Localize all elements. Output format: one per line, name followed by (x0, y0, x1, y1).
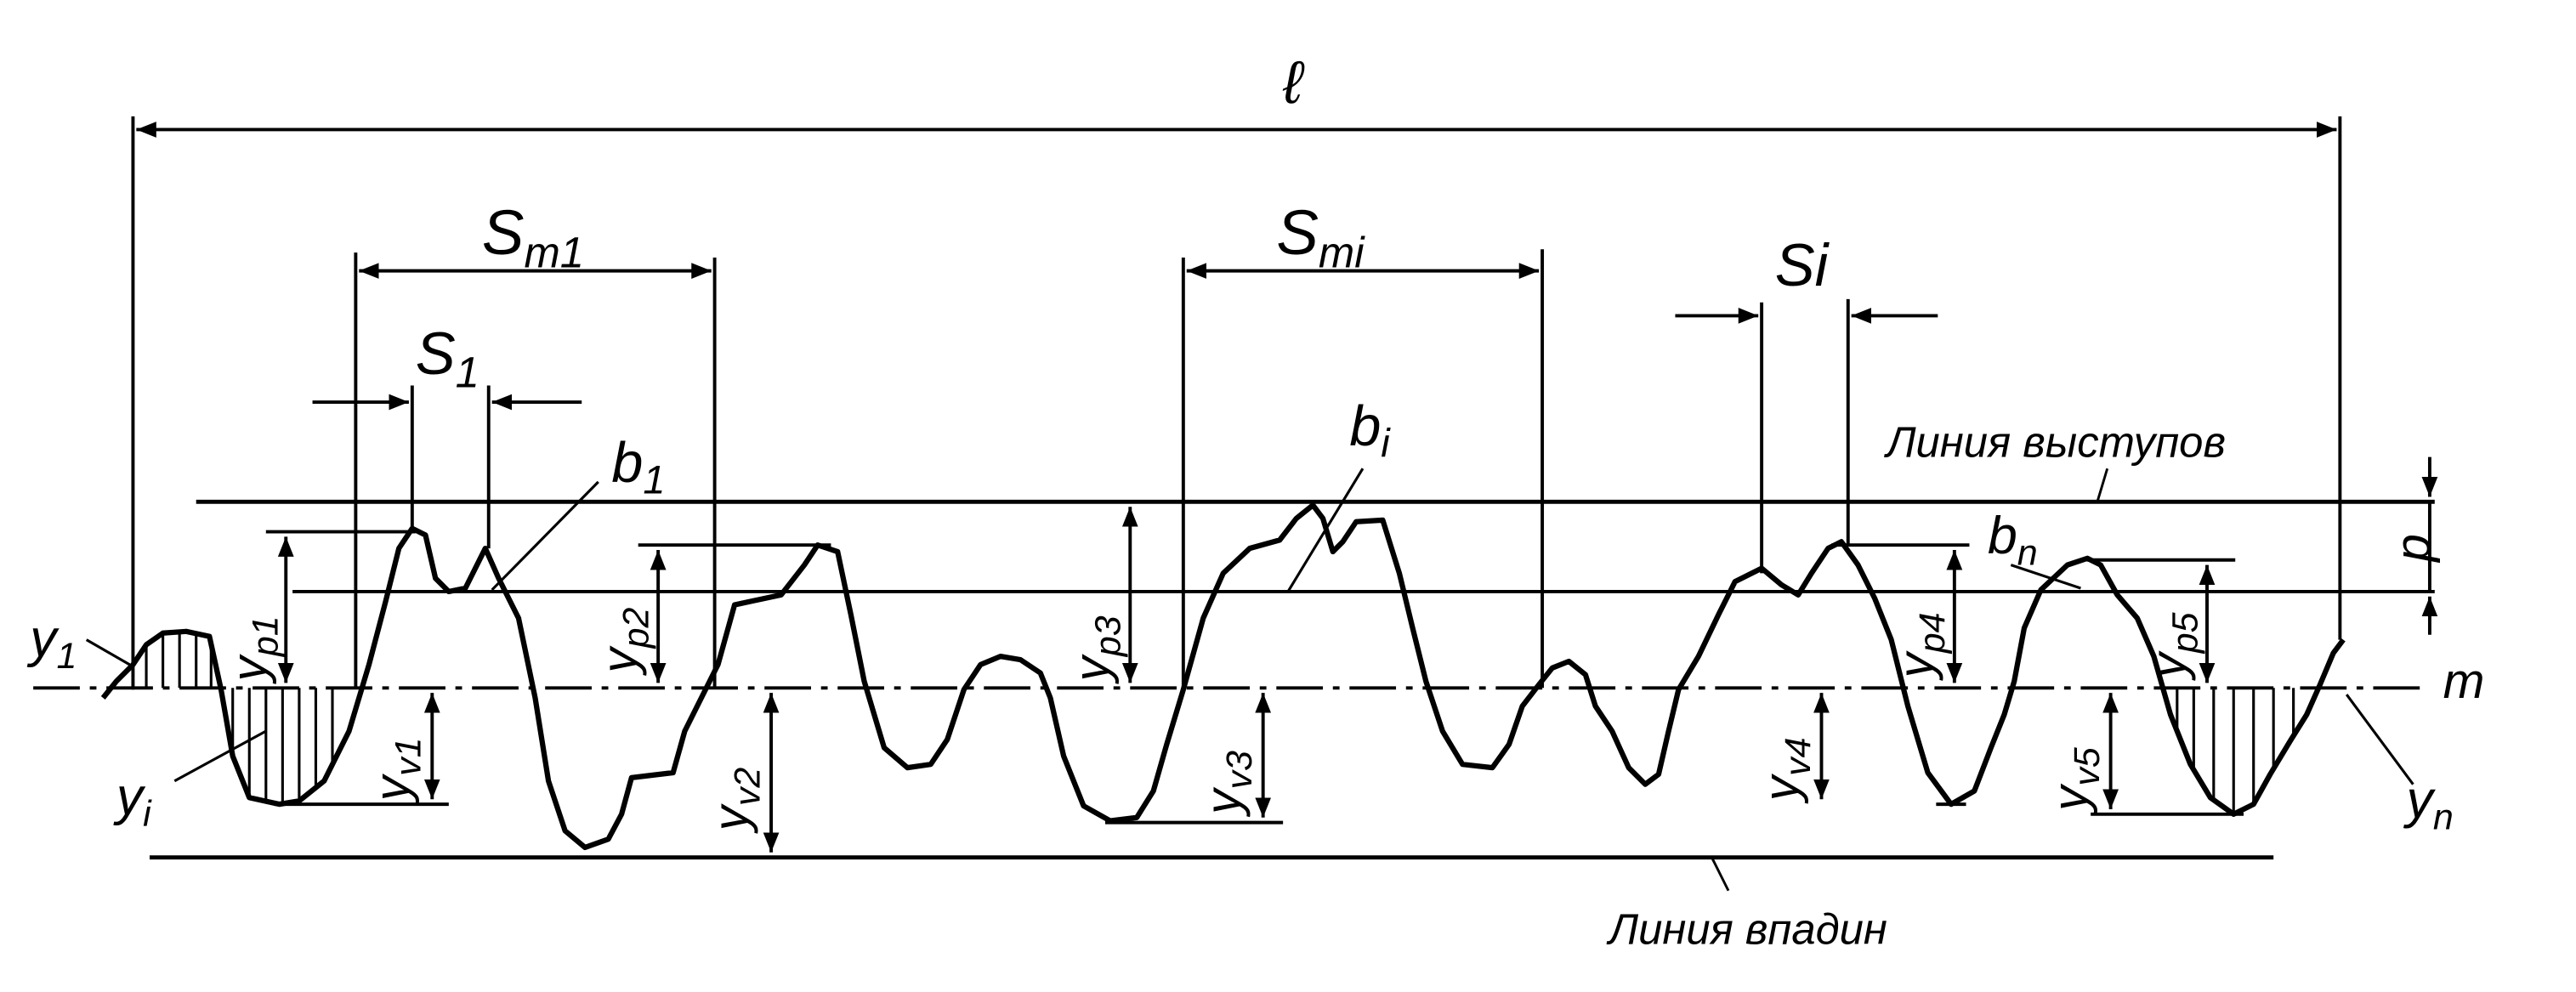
yv2-base: y (704, 802, 759, 834)
yp4-base: y (1888, 650, 1943, 682)
length-dimension: ℓ (131, 48, 2342, 690)
bn-leader (2010, 564, 2081, 590)
hatch-yi (231, 688, 334, 805)
smi-sub: mi (1319, 229, 1365, 277)
yn-base: y (2403, 770, 2437, 830)
yp3-sub: p3 (1088, 615, 1129, 658)
bn-sub: n (2017, 533, 2038, 574)
svg-text:bi: bi (1349, 395, 1391, 466)
svg-text:yp1: yp1 (222, 615, 287, 684)
yp4-sub: p4 (1912, 612, 1953, 655)
svg-text:yv5: yv5 (2043, 746, 2108, 814)
peak-level-lines (265, 530, 2236, 562)
yv2-sub: v2 (727, 768, 768, 807)
svg-text:Sm1: Sm1 (482, 197, 584, 277)
yp2-base: y (593, 645, 648, 677)
length-label: ℓ (1282, 48, 1305, 116)
mean-line-label: m (2443, 654, 2485, 709)
svg-text:yp4: yp4 (1888, 612, 1953, 681)
hatch-y1 (145, 631, 213, 689)
yi-sub: i (143, 794, 152, 835)
bi-base: b (1349, 395, 1381, 458)
yv4-base: y (1754, 773, 1809, 804)
p-label: p (2386, 534, 2441, 564)
yp3-base: y (1064, 653, 1120, 684)
svg-text:Smi: Smi (1276, 197, 1365, 277)
y1-sub: 1 (57, 636, 77, 677)
yn-sub: n (2433, 796, 2454, 837)
hatch-yn (2176, 688, 2295, 814)
svg-text:b1: b1 (611, 432, 665, 502)
valley-level-lines (274, 802, 2244, 825)
y1-base: y (26, 609, 60, 668)
yv3-base: y (1195, 786, 1251, 818)
yv5-base: y (2043, 783, 2098, 814)
valley-line-leader (1711, 857, 1730, 892)
yp1-base: y (222, 653, 277, 684)
svg-text:yv2: yv2 (704, 768, 769, 835)
svg-text:yp3: yp3 (1064, 615, 1129, 684)
b1-base: b (611, 432, 643, 495)
yp5-sub: p5 (2165, 611, 2205, 655)
sm1-dimension: Sm1 (354, 197, 717, 689)
s1-base: S (416, 320, 456, 387)
b1-sub: 1 (643, 458, 665, 502)
bi-leader (1286, 468, 1365, 592)
svg-text:yv1: yv1 (365, 737, 429, 804)
bi-sub: i (1381, 422, 1391, 466)
svg-text:yv4: yv4 (1754, 737, 1819, 804)
valley-line-label: Линия впадин (1606, 904, 1887, 953)
bn-base: b (1988, 506, 2017, 565)
yv3-sub: v3 (1219, 751, 1260, 790)
s1-sub: 1 (456, 348, 479, 396)
yp1-sub: p1 (245, 615, 286, 658)
smi-base: S (1276, 197, 1319, 268)
b1-leader (491, 480, 599, 592)
yv1-base: y (365, 773, 420, 804)
yi-base: y (113, 767, 146, 826)
peak-line-label: Линия выступов (1884, 418, 2226, 467)
svg-text:S1: S1 (416, 320, 479, 397)
yv5-sub: v5 (2067, 746, 2108, 786)
yi-leader (173, 729, 267, 783)
yn-leader (2345, 694, 2414, 785)
si-label: Si (1775, 231, 1830, 298)
smi-dimension: Smi (1181, 197, 1545, 689)
svg-text:bn: bn (1988, 506, 2038, 574)
sm1-base: S (482, 197, 525, 268)
svg-text:yp5: yp5 (2142, 611, 2206, 681)
peak-line-leader (2096, 468, 2109, 502)
s1-dimension: S1 (312, 320, 582, 549)
svg-text:yv3: yv3 (1195, 751, 1260, 818)
svg-text:y1: y1 (26, 609, 77, 677)
yp5-base: y (2142, 650, 2197, 682)
yv1-sub: v1 (389, 737, 429, 775)
sm1-sub: m1 (524, 229, 584, 277)
y1-leader (85, 638, 131, 666)
profile-curve (100, 502, 2346, 851)
yv4-sub: v4 (1778, 737, 1819, 775)
svg-text:yn: yn (2403, 770, 2454, 838)
svg-text:yi: yi (113, 767, 152, 835)
svg-text:yp2: yp2 (593, 607, 657, 676)
p-dimension: p (2386, 456, 2441, 635)
si-dimension: Si (1675, 231, 1938, 574)
yp2-sub: p2 (616, 607, 656, 649)
